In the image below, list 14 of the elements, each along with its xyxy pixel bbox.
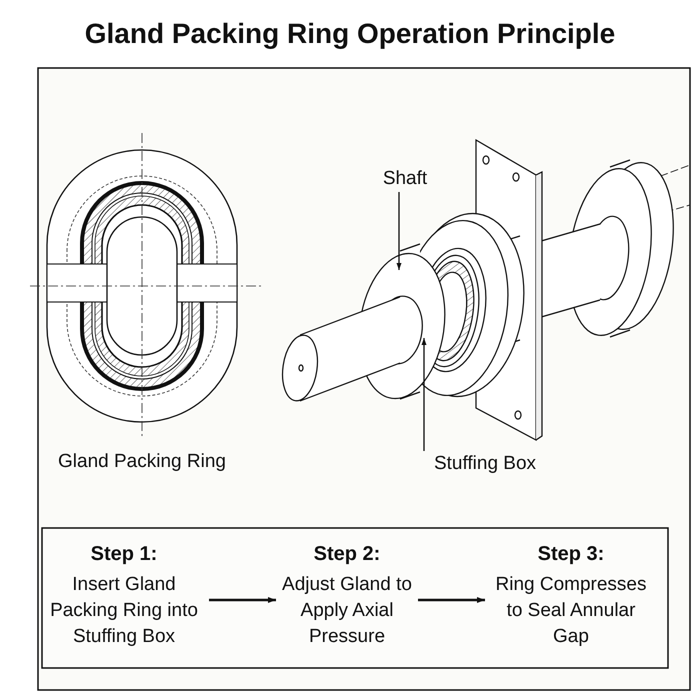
arrow xyxy=(209,597,276,603)
part-label: Gland Packing Ring xyxy=(57,451,227,473)
arrow xyxy=(418,597,485,603)
step-description: Insert Gland Packing Ring into Stuffing Box xyxy=(49,573,199,649)
leader-line xyxy=(396,192,402,270)
title: Gland Packing Ring Operation Principle xyxy=(84,18,616,50)
part-label: Shaft xyxy=(382,167,428,191)
leader-line xyxy=(422,338,426,451)
step-description: Adjust Gland to Apply Axial Pressure xyxy=(282,573,412,649)
step-heading: Step 3: xyxy=(536,543,606,566)
step-heading: Step 2: xyxy=(312,543,382,566)
part-label: Stuffing Box xyxy=(432,452,538,476)
step-heading: Step 1: xyxy=(90,543,158,566)
step-description: Ring Compresses to Seal Annular Gap xyxy=(494,573,648,649)
